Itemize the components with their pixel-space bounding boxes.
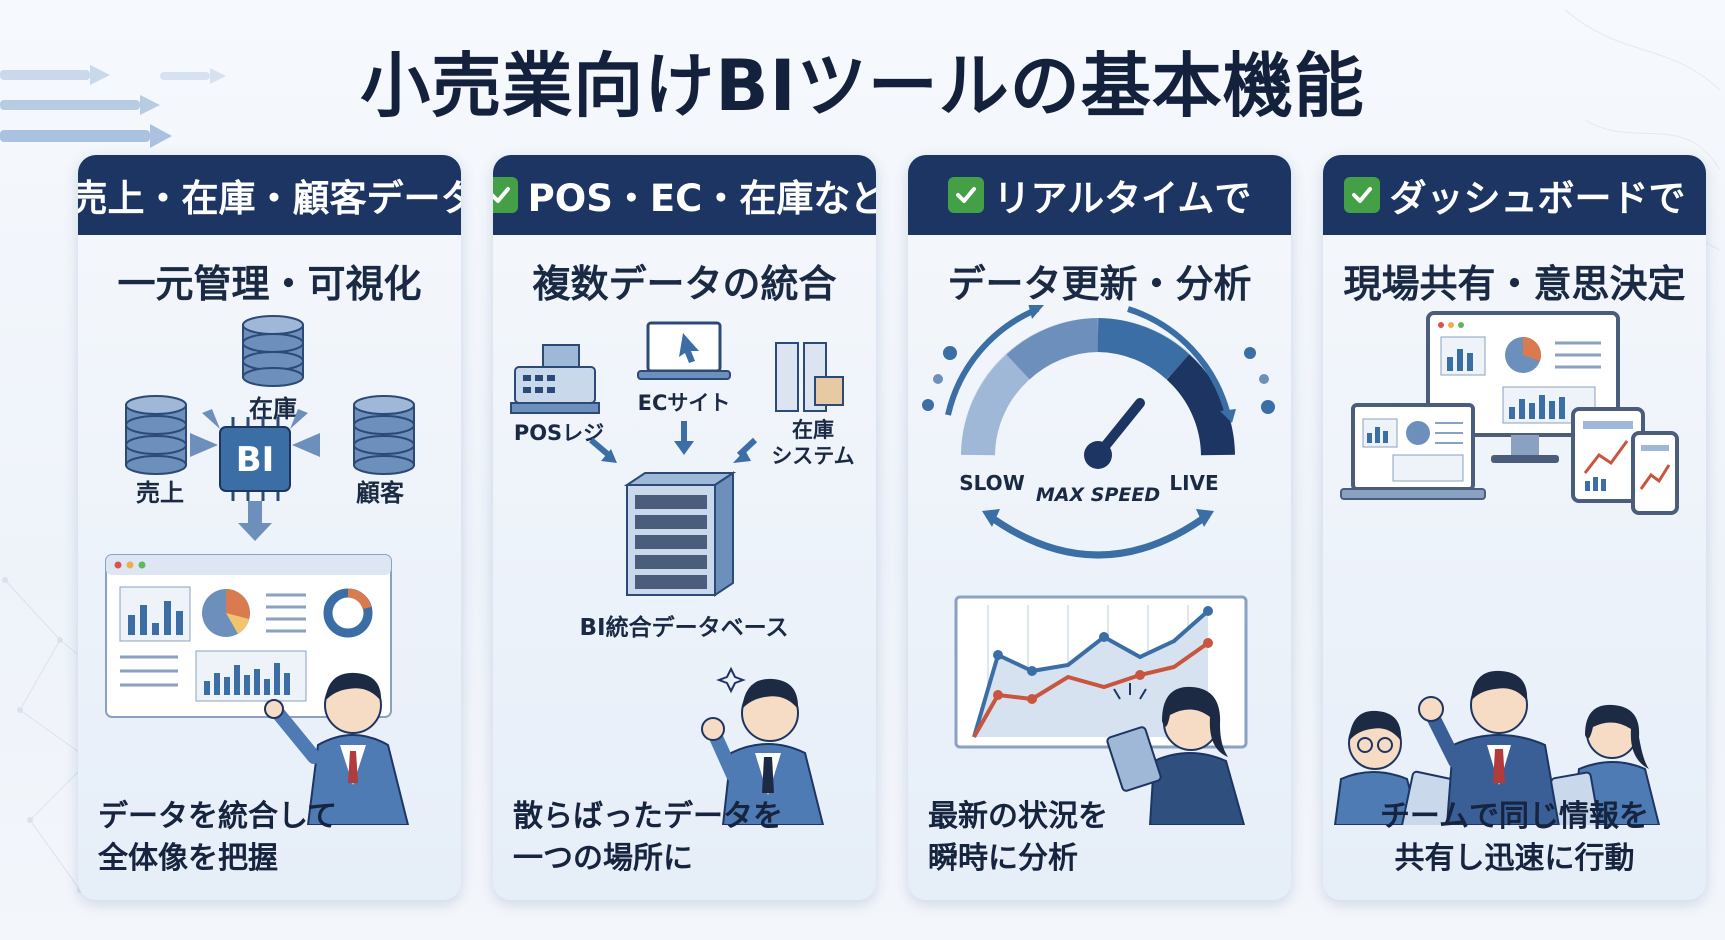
caption-line: 最新の状況を: [928, 799, 1108, 834]
register-icon: [510, 344, 600, 414]
feature-panel-dashboard-sharing: ダッシュボードで 現場共有・意思決定: [1323, 155, 1706, 900]
caption-line: 共有し迅速に行動: [1394, 841, 1635, 876]
pos-label: POSレジ: [514, 421, 604, 445]
panel-header: リアルタイムで: [908, 155, 1291, 235]
sales-label: 売上: [136, 479, 184, 507]
panel-caption: チームで同じ情報を 共有し迅速に行動: [1323, 796, 1706, 880]
panel-subtitle: データ更新・分析: [947, 262, 1252, 306]
panel-header: ダッシュボードで: [1323, 155, 1706, 235]
chip-icon: BI: [219, 417, 291, 501]
monitor-icon: [1426, 311, 1620, 463]
check-icon: [493, 177, 518, 213]
check-icon: [947, 177, 984, 213]
database-icon: [242, 315, 304, 387]
caption-line: 散らばったデータを: [513, 799, 783, 834]
pie-chart-icon: [202, 589, 250, 637]
person-icon: [1333, 710, 1457, 825]
sync-arrows-icon: [982, 509, 1214, 559]
tablet-icon: [1106, 726, 1162, 792]
bi-hub-illustration: 在庫 売上 顧客 BI: [105, 315, 415, 825]
laptop-icon: [1340, 403, 1486, 500]
integration-illustration: POSレジ ECサイト 在庫 システム BI統合データベース: [510, 321, 855, 825]
caption-line: データを統合して: [98, 799, 338, 834]
database-icon: [353, 395, 415, 475]
bi-database-label: BI統合データベース: [580, 614, 789, 641]
feature-panel-data-integration: POS・EC・在庫など 複数データの統合 POSレジ ECサイト 在庫 システム: [493, 155, 876, 900]
dashboard-screen: [105, 554, 392, 718]
person-icon: [1106, 683, 1246, 825]
panel-header-label: リアルタイムで: [993, 177, 1252, 220]
ec-label: ECサイト: [638, 391, 731, 415]
panel-header-label: 売上・在庫・顧客データの: [78, 177, 461, 220]
live-label: LIVE: [1169, 471, 1218, 495]
server-icon: [775, 342, 844, 412]
panel-subtitle: 一元管理・可視化: [117, 262, 422, 306]
caption-line: 全体像を把握: [98, 841, 278, 876]
panel-caption: データを統合して 全体像を把握: [98, 796, 337, 880]
person-icon: [1418, 670, 1561, 825]
panel-caption: 散らばったデータを 一つの場所に: [513, 796, 783, 880]
panel-header: 売上・在庫・顧客データの: [78, 155, 461, 235]
arrow-decoration: [0, 65, 226, 148]
panel-subtitle: 現場共有・意思決定: [1343, 262, 1686, 306]
panel-subtitle: 複数データの統合: [532, 262, 837, 306]
person-icon: [264, 672, 410, 825]
panel-caption: 最新の状況を 瞬時に分析: [928, 796, 1108, 880]
arrow-icons: [190, 409, 320, 541]
page-title: 小売業向けBIツールの基本機能: [360, 45, 1365, 127]
caption-line: チームで同じ情報を: [1379, 799, 1650, 834]
phone-icon: [1631, 431, 1679, 515]
person-icon: [701, 666, 825, 825]
slow-label: SLOW: [959, 471, 1025, 495]
panel-header-label: POS・EC・在庫など: [527, 177, 876, 220]
dashboard-sharing-illustration: [1333, 311, 1679, 825]
check-icon: [1343, 177, 1380, 213]
inventory-label: 在庫: [249, 395, 297, 423]
tablet-icon: [1571, 407, 1645, 503]
laptop-icon: [637, 321, 731, 380]
sparkle-icon: [716, 666, 746, 694]
panel-header-label: ダッシュボードで: [1389, 177, 1686, 220]
stock-label-line1: 在庫: [792, 418, 834, 442]
panel-header: POS・EC・在庫など: [493, 155, 876, 235]
bi-chip-label: BI: [236, 440, 275, 480]
feature-panel-realtime: リアルタイムで データ更新・分析 SLOW MAX SPEED LIVE: [908, 155, 1291, 900]
max-speed-label: MAX SPEED: [1036, 484, 1160, 506]
caption-line: 瞬時に分析: [928, 841, 1078, 876]
feature-panel-unified-management: 売上・在庫・顧客データの 一元管理・可視化 在庫 売上 顧客: [78, 155, 461, 900]
database-icon: [125, 395, 187, 475]
speedometer-icon: [922, 305, 1275, 469]
server-icon: [623, 471, 737, 597]
customer-label: 顧客: [356, 479, 405, 507]
arrow-icons: [589, 421, 758, 463]
person-icon: [1550, 704, 1661, 825]
realtime-illustration: SLOW MAX SPEED LIVE: [922, 305, 1275, 825]
stock-label-line2: システム: [771, 444, 854, 468]
caption-line: 一つの場所に: [513, 841, 693, 876]
